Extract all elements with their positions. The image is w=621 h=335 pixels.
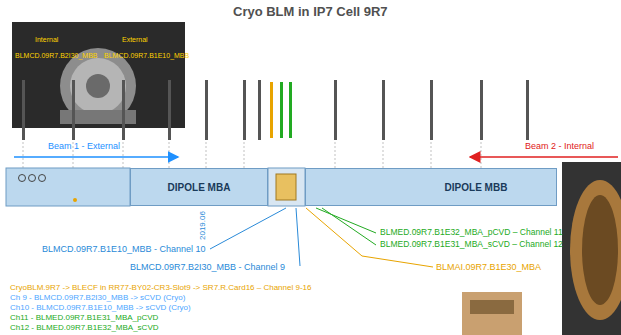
detector-name: BLMCD.09R7.B1E10_MBB [104,52,189,60]
beam-label: Beam 2 - Internal [525,141,594,151]
note-line: Ch 9 - BLMCD.09R7.B2I30_MBB -> sCVD (Cry… [10,293,185,302]
magnet-section: DIPOLE MBA [130,168,268,206]
photo-label: Internal [35,36,58,44]
detector-label: BLMED.09R7.B1E31_MBA_sCVD – Channel 12 [380,240,563,250]
detector-label: BLMCD.09R7.B2I30_MBB - Channel 9 [130,262,285,272]
beam-label: Beam 1 - External [48,141,120,151]
note-line: Ch11 - BLMED.09R7.B1E31_MBA_pCVD [10,313,158,322]
diagram-title: Cryo BLM in IP7 Cell 9R7 [233,4,388,19]
date-label: 2019.06 [198,211,207,240]
detector-label: BLMED.09R7.B1E32_MBA_pCVD – Channel 11 [380,228,563,238]
detector-name: BLMCD.09R7.B2I30_MBB [15,52,97,60]
note-line: CryoBLM.9R7 -> BLECF in RR77-BY02-CR3-Sl… [10,283,311,292]
note-line: Ch12 - BLMED.09R7.B1E32_MBA_sCVD [10,323,159,332]
magnet-section: DIPOLE MBB [305,168,557,206]
detector-label: BLMCD.09R7.B1E10_MBB - Channel 10 [42,244,206,254]
magnet-label: DIPOLE MBB [445,182,508,193]
detector-label: BLMAI.09R7.B1E30_MBA [436,262,541,272]
photo-label: External [122,36,148,44]
note-line: Ch10 - BLMCD.09R7.B1E10_MBB -> sCVD (Cry… [10,303,191,312]
magnet-label: DIPOLE MBA [168,182,231,193]
